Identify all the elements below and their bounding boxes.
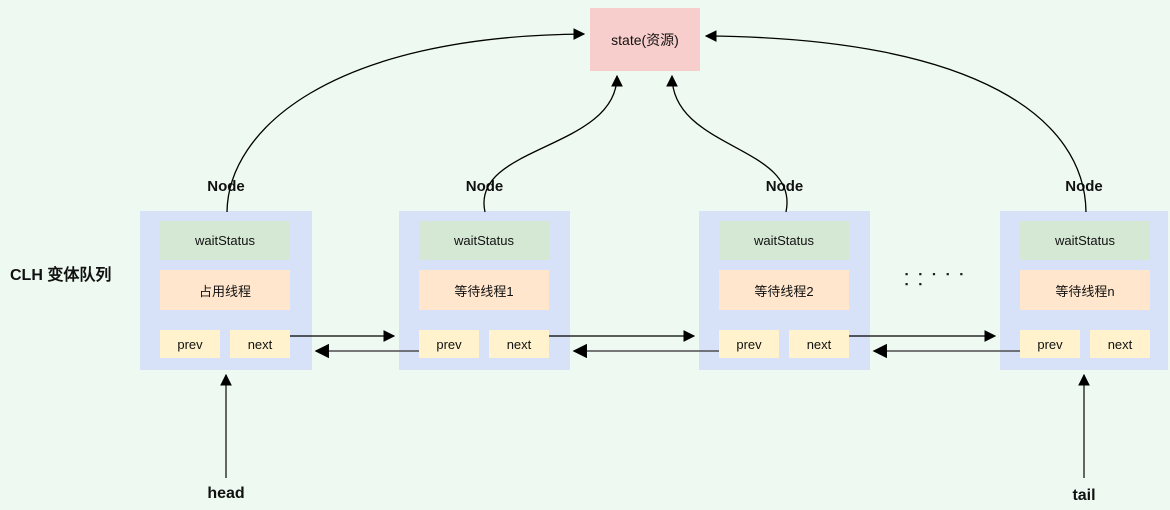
node2-title: Node: [465, 177, 504, 195]
node3-prev: prev: [719, 330, 779, 358]
node3-wait-status: waitStatus: [719, 221, 849, 260]
node3-next: next: [789, 330, 849, 358]
node4-next: next: [1090, 330, 1150, 358]
head-pointer-label: head: [207, 485, 245, 502]
node1-title: Node: [207, 177, 245, 195]
node4-wait-status: waitStatus: [1020, 221, 1150, 260]
node2-prev: prev: [419, 330, 479, 358]
node1-prev: prev: [160, 330, 220, 358]
node4-thread: 等待线程n: [1020, 270, 1150, 310]
node1-next: next: [230, 330, 290, 358]
queue-title: CLH 变体队列: [10, 267, 112, 284]
ellipsis-dots: ▪ ▪ ▪ ▪ ▪ ▪ ▪: [905, 269, 967, 289]
node3-container: waitStatus 等待线程2 prev next: [699, 211, 870, 370]
node2-wait-status: waitStatus: [419, 221, 549, 260]
node4-prev: prev: [1020, 330, 1080, 358]
state-box: state(资源): [590, 8, 700, 71]
node4-title: Node: [1065, 177, 1103, 195]
state-box-label: state(资源): [611, 31, 679, 48]
node1-thread: 占用线程: [160, 270, 290, 310]
node4-container: waitStatus 等待线程n prev next: [1000, 211, 1168, 370]
node2-thread: 等待线程1: [419, 270, 549, 310]
node3-thread: 等待线程2: [719, 270, 849, 310]
tail-pointer-label: tail: [1072, 487, 1096, 504]
node1-container: waitStatus 占用线程 prev next: [140, 211, 312, 370]
node2-container: waitStatus 等待线程1 prev next: [399, 211, 570, 370]
node2-next: next: [489, 330, 549, 358]
node1-wait-status: waitStatus: [160, 221, 290, 260]
node3-title: Node: [765, 177, 804, 195]
